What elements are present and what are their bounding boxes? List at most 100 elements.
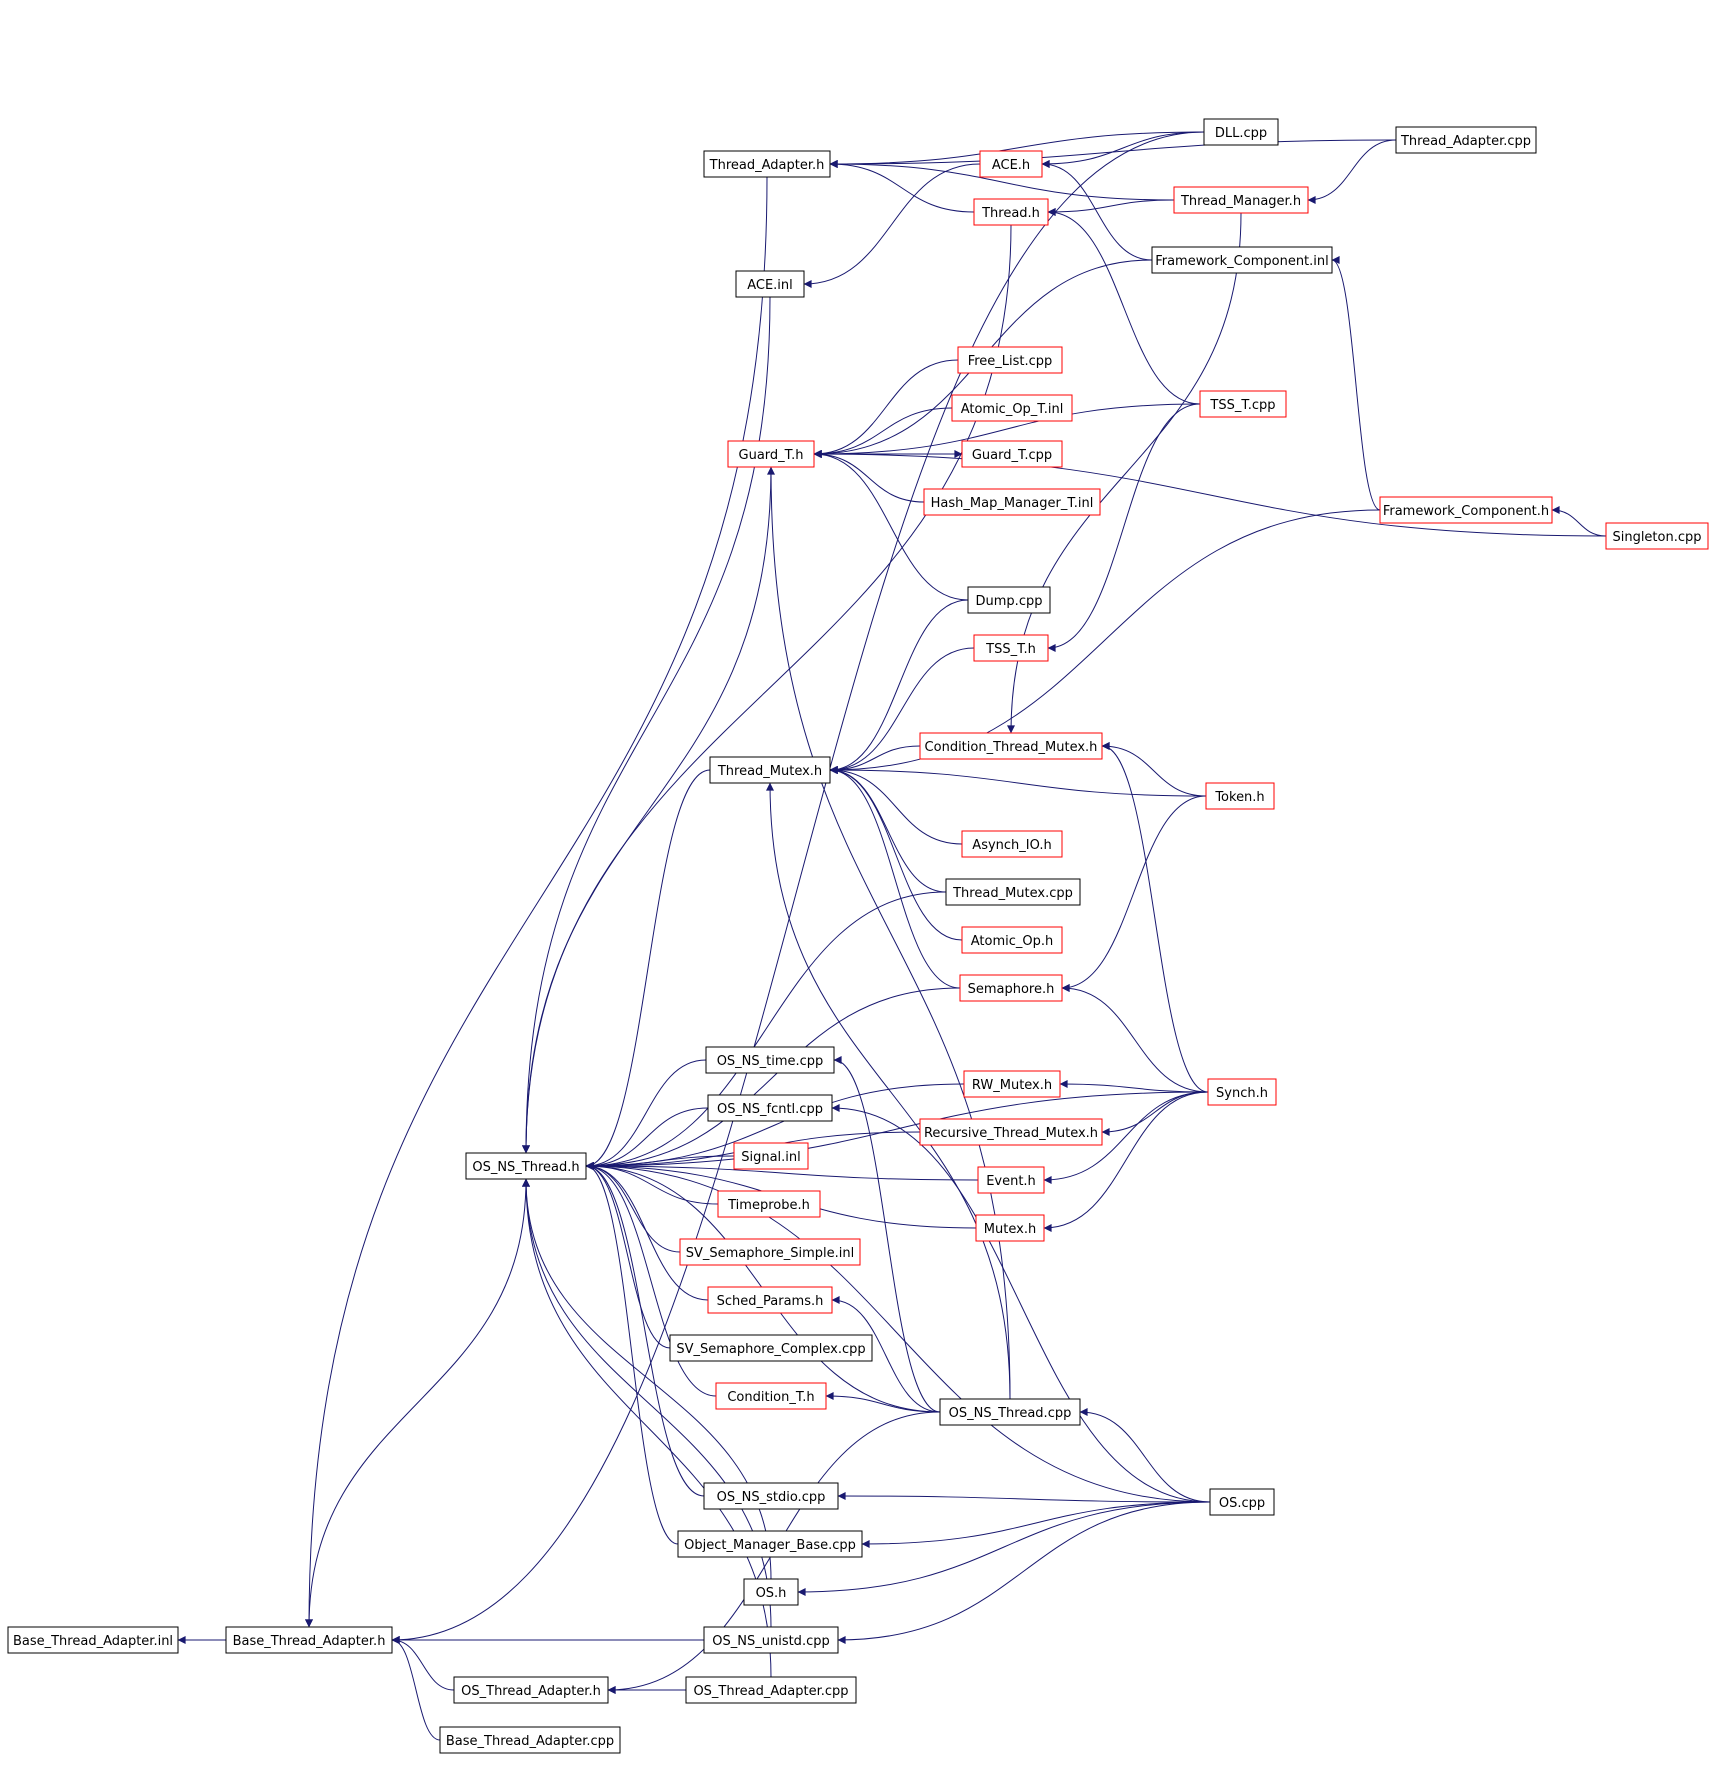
node-box (707, 1094, 833, 1122)
node-sched-params[interactable]: Sched_Params.h (707, 1286, 833, 1314)
node-base-h[interactable]: Base_Thread_Adapter.h (225, 1626, 393, 1654)
node-event-h[interactable]: Event.h (977, 1166, 1045, 1194)
node-guard-t-cpp[interactable]: Guard_T.cpp (961, 440, 1063, 468)
node-atomic-op-t[interactable]: Atomic_Op_T.inl (951, 394, 1073, 422)
node-hash-map[interactable]: Hash_Map_Manager_T.inl (923, 488, 1101, 516)
edge-condition_t-to-os_ns_thread_h (585, 1162, 717, 1397)
node-os-cpp[interactable]: OS.cpp (1209, 1488, 1275, 1516)
node-signal-inl[interactable]: Signal.inl (733, 1142, 809, 1170)
node-box (1209, 1488, 1275, 1516)
node-box (709, 756, 831, 784)
node-label: Base_Thread_Adapter.inl (13, 1634, 173, 1649)
node-label: Condition_T.h (727, 1390, 814, 1405)
node-tss-t-h[interactable]: TSS_T.h (973, 634, 1049, 662)
node-os-ns-unistd[interactable]: OS_NS_unistd.cpp (703, 1626, 839, 1654)
edge-framework_h-to-framework_inl (1331, 256, 1381, 511)
node-box (677, 1530, 863, 1558)
node-os-ta-h[interactable]: OS_Thread_Adapter.h (453, 1676, 609, 1704)
node-sv-complex[interactable]: SV_Semaphore_Complex.cpp (669, 1334, 873, 1362)
edge-layer (177, 131, 1607, 1741)
node-condition-t[interactable]: Condition_T.h (715, 1382, 827, 1410)
node-os-ns-fcntl[interactable]: OS_NS_fcntl.cpp (707, 1094, 833, 1122)
node-obj-mgr[interactable]: Object_Manager_Base.cpp (677, 1530, 863, 1558)
node-os-ta-cpp[interactable]: OS_Thread_Adapter.cpp (685, 1676, 857, 1704)
node-box (727, 440, 815, 468)
node-framework-inl[interactable]: Framework_Component.inl (1151, 246, 1333, 274)
node-box (717, 1190, 821, 1218)
node-label: Token.h (1214, 790, 1264, 805)
edge-synch_h-to-os_ns_thread_h (585, 1091, 1209, 1170)
node-dll-cpp[interactable]: DLL.cpp (1203, 118, 1279, 146)
node-box (703, 1626, 839, 1654)
node-guard-t-h[interactable]: Guard_T.h (727, 440, 815, 468)
node-token-h[interactable]: Token.h (1205, 782, 1275, 810)
node-ace-inl[interactable]: ACE.inl (735, 270, 805, 298)
node-box (961, 926, 1063, 954)
node-box (973, 634, 1049, 662)
node-ace-h[interactable]: ACE.h (979, 150, 1043, 178)
node-os-ns-thread-cpp[interactable]: OS_NS_Thread.cpp (939, 1398, 1081, 1426)
node-synch-h[interactable]: Synch.h (1207, 1078, 1277, 1106)
node-thread-mutex-h[interactable]: Thread_Mutex.h (709, 756, 831, 784)
node-atomic-op-h[interactable]: Atomic_Op.h (961, 926, 1063, 954)
node-box (707, 1286, 833, 1314)
edge-sv_simple-to-os_ns_thread_h (585, 1162, 681, 1253)
node-label: Hash_Map_Manager_T.inl (931, 496, 1094, 511)
node-label: Object_Manager_Base.cpp (684, 1538, 856, 1553)
edge-synch_h-to-recursive_tm (1101, 1091, 1209, 1136)
node-singleton[interactable]: Singleton.cpp (1605, 522, 1709, 550)
node-label: Thread_Adapter.h (709, 158, 825, 173)
node-thread-adapter-cpp[interactable]: Thread_Adapter.cpp (1395, 126, 1537, 154)
node-label: RW_Mutex.h (972, 1078, 1052, 1093)
node-label: Framework_Component.inl (1155, 254, 1329, 269)
edge-os_cpp-to-os_ns_fcntl (831, 1104, 1211, 1503)
node-label: Condition_Thread_Mutex.h (925, 740, 1098, 755)
edge-atomic_op_t-to-guard_t_h (813, 407, 953, 458)
edge-token_h-to-cond_thread_mutex (1101, 742, 1207, 797)
node-label: DLL.cpp (1215, 126, 1267, 141)
edge-framework_inl-to-ace_h (1041, 160, 1153, 261)
node-cond-thread-mutex[interactable]: Condition_Thread_Mutex.h (919, 732, 1103, 760)
node-box (1151, 246, 1333, 274)
node-os-h[interactable]: OS.h (743, 1578, 799, 1606)
node-base-cpp[interactable]: Base_Thread_Adapter.cpp (439, 1726, 621, 1754)
edge-token_h-to-semaphore_h (1061, 795, 1207, 992)
node-label: Base_Thread_Adapter.cpp (446, 1734, 614, 1749)
node-os-ns-thread-h[interactable]: OS_NS_Thread.h (465, 1152, 587, 1180)
edge-dump_cpp-to-guard_t_h (813, 450, 969, 601)
node-framework-h[interactable]: Framework_Component.h (1379, 496, 1553, 524)
edge-atomic_op_h-to-thread_mutex_h (829, 766, 963, 941)
node-box (967, 586, 1051, 614)
node-label: TSS_T.h (985, 642, 1036, 657)
node-box (1205, 782, 1275, 810)
node-recursive-tm[interactable]: Recursive_Thread_Mutex.h (919, 1118, 1103, 1146)
node-thread-adapter-h[interactable]: Thread_Adapter.h (703, 150, 831, 178)
node-free-list[interactable]: Free_List.cpp (957, 346, 1063, 374)
node-os-ns-time[interactable]: OS_NS_time.cpp (705, 1046, 835, 1074)
node-label: OS.cpp (1219, 1496, 1265, 1511)
node-os-ns-stdio[interactable]: OS_NS_stdio.cpp (703, 1482, 839, 1510)
node-thread-mutex-cpp[interactable]: Thread_Mutex.cpp (945, 878, 1081, 906)
node-thread-manager[interactable]: Thread_Manager.h (1173, 186, 1309, 214)
node-sv-simple[interactable]: SV_Semaphore_Simple.inl (679, 1238, 861, 1266)
edge-base_cpp-to-base_h (391, 1636, 441, 1741)
node-asynch-io[interactable]: Asynch_IO.h (961, 830, 1063, 858)
node-tss-t-cpp[interactable]: TSS_T.cpp (1199, 390, 1287, 418)
node-label: Dump.cpp (976, 594, 1043, 609)
node-label: OS.h (756, 1586, 787, 1601)
node-thread-h[interactable]: Thread.h (973, 198, 1049, 226)
node-label: Synch.h (1216, 1086, 1268, 1101)
node-label: Guard_T.h (739, 448, 804, 463)
edge-semaphore_h-to-thread_mutex_h (829, 766, 961, 989)
node-dump-cpp[interactable]: Dump.cpp (967, 586, 1051, 614)
node-base-inl[interactable]: Base_Thread_Adapter.inl (7, 1626, 179, 1654)
edge-os_cpp-to-obj_mgr (861, 1501, 1211, 1548)
node-rw-mutex[interactable]: RW_Mutex.h (963, 1070, 1061, 1098)
node-timeprobe[interactable]: Timeprobe.h (717, 1190, 821, 1218)
node-mutex-h[interactable]: Mutex.h (975, 1214, 1045, 1242)
node-label: ACE.h (992, 158, 1030, 173)
node-semaphore-h[interactable]: Semaphore.h (959, 974, 1063, 1002)
node-box (1605, 522, 1709, 550)
node-label: OS_Thread_Adapter.h (461, 1684, 601, 1699)
